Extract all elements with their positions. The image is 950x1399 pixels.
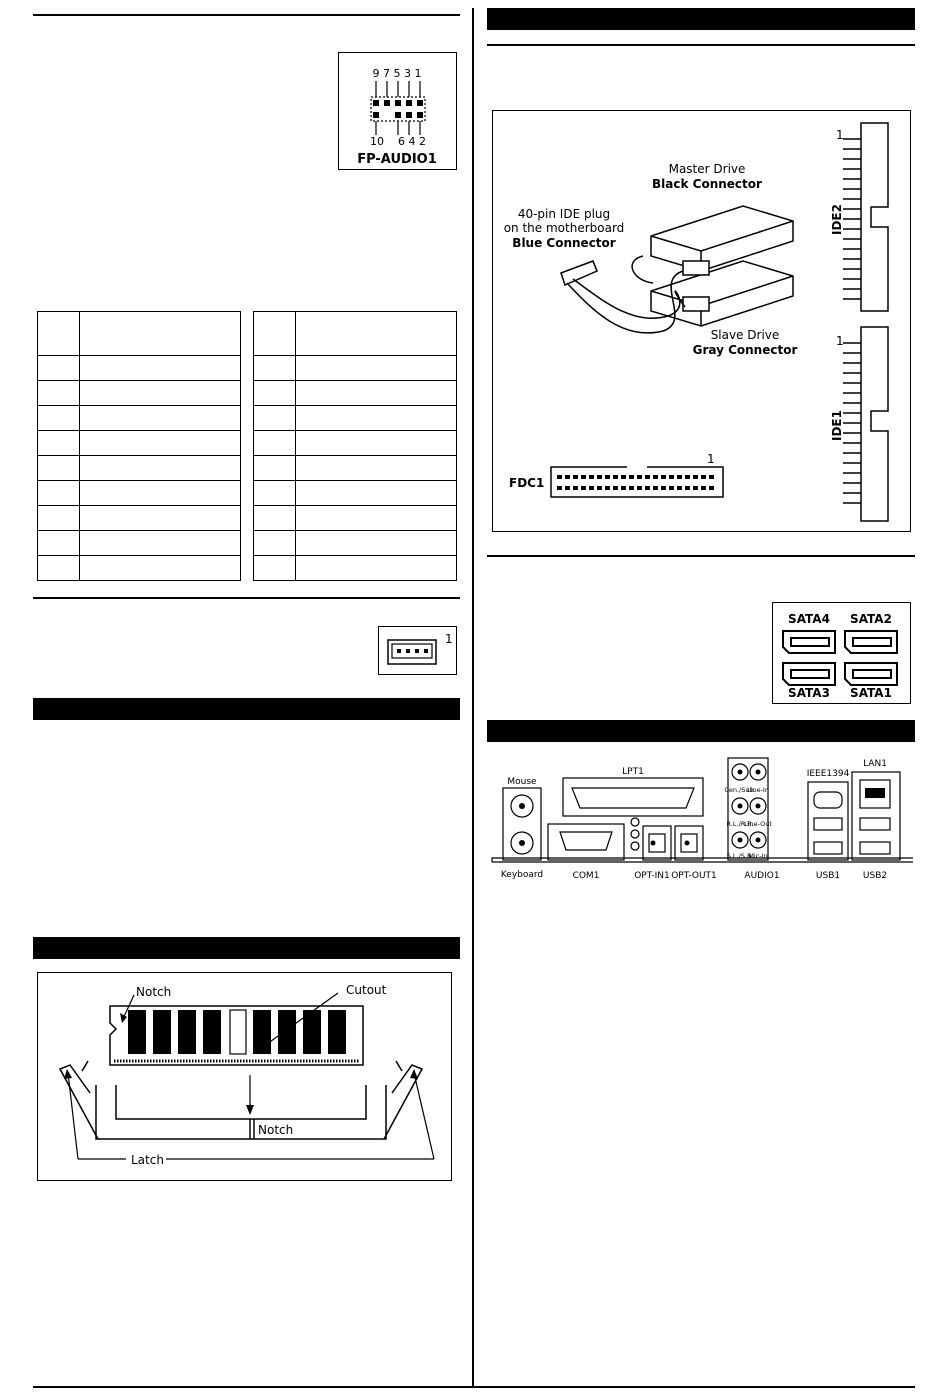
fp-audio-header-drawing: 9 7 5 3 1 10 6 4 2 FP-AUDIO1 [357,67,437,167]
ide1-label: IDE1 [830,410,844,441]
small-header-figure: 1 [378,626,457,675]
ddr-cutout-label: Cutout [346,983,387,997]
lpt-port-label: LPT1 [622,767,644,777]
pin-table-right [253,311,457,581]
section-bar-right-panel [487,720,915,742]
slave-connector-label: Gray Connector [693,343,798,357]
ddr-install-drawing: Notch Cutout Notch Latch [58,983,435,1167]
ide-plug-label-3: Blue Connector [512,236,615,250]
opt-out-label: OPT-OUT1 [671,871,717,881]
lan-port-label: LAN1 [863,759,887,769]
fp-audio-figure: 9 7 5 3 1 10 6 4 2 FP-AUDIO1 [338,52,457,170]
sata2-label: SATA2 [850,612,892,626]
section-bar-right-top [487,8,915,30]
ieee1394-port-label: IEEE1394 [807,769,850,779]
ddr-install-figure: Notch Cutout Notch Latch [37,972,452,1181]
fp-audio-bottom-pin-numbers: 10 6 4 2 [370,135,426,148]
line-out-jack-label: Line-Out [744,820,772,828]
sata-drawing: SATA4 SATA2 SATA3 SATA1 [782,612,898,700]
sata-figure: SATA4 SATA2 SATA3 SATA1 [772,602,911,704]
ide-plug-label-2: on the motherboard [504,221,625,235]
column-divider [472,8,474,1388]
section-rule-sata [487,555,915,557]
com-port-label: COM1 [573,871,600,881]
ide-fdc-figure: Master Drive Black Connector 40-pin IDE … [492,110,911,532]
ddr-notch-label: Notch [136,985,171,999]
section-rule-audio [33,14,460,16]
section-rule-small-header [33,597,460,599]
small-header-pin1-label: 1 [445,632,453,646]
mouse-port-label: Mouse [507,777,537,787]
ide2-label: IDE2 [830,204,844,235]
sata1-label: SATA1 [850,686,892,700]
latch-label: Latch [131,1153,164,1167]
slot-notch-label: Notch [258,1123,293,1137]
rear-panel-drawing: Mouse Keyboard LPT1 COM1 OPT-IN1 OPT-OUT… [491,757,913,881]
usb2-port-label: USB2 [863,871,887,881]
fdc-label: FDC1 [509,476,544,490]
master-drive-label: Master Drive [669,162,746,176]
usb1-port-label: USB1 [816,871,840,881]
ide-plug-label-1: 40-pin IDE plug [518,207,610,221]
sata4-label: SATA4 [788,612,830,626]
line-in-jack-label: Line-In [747,786,769,794]
fp-audio-title: FP-AUDIO1 [357,152,437,167]
cen-sub-jack-label: Cen./Sub. [724,786,755,794]
sl-sr-jack-label: S.L./S.R. [727,852,754,860]
pin-table-left [37,311,241,581]
fdc-pin1-label: 1 [707,452,715,466]
page-bottom-rule [33,1386,915,1388]
ide2-pin1-label: 1 [836,128,844,142]
audio-port-label: AUDIO1 [744,871,779,881]
keyboard-port-label: Keyboard [501,870,543,880]
ide-fdc-drawing: Master Drive Black Connector 40-pin IDE … [504,122,889,522]
master-connector-label: Black Connector [652,177,762,191]
sata3-label: SATA3 [788,686,830,700]
fp-audio-top-pin-numbers: 9 7 5 3 1 [373,67,422,80]
mic-in-jack-label: Mic-In [748,852,767,860]
rl-rr-jack-label: R.L./R.R. [727,820,754,828]
section-bar-left-1 [33,698,460,720]
opt-in-label: OPT-IN1 [634,871,670,881]
slave-drive-label: Slave Drive [711,328,780,342]
ide1-pin1-label: 1 [836,334,844,348]
section-rule-ide [487,44,915,46]
section-bar-left-2 [33,937,460,959]
small-header-drawing: 1 [387,632,453,665]
